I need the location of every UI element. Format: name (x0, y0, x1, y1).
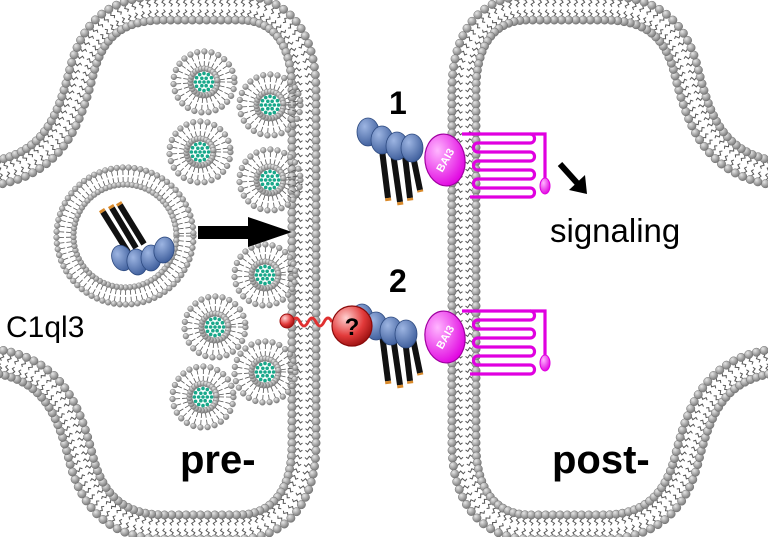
synaptic-vesicle (169, 363, 237, 431)
bai3-receptor-site-2: BAI3 (424, 309, 551, 376)
postsynaptic-membrane (447, 0, 768, 537)
presynaptic-membrane (0, 0, 321, 537)
signaling-arrow (557, 161, 587, 194)
bai3-receptor-site-1: BAI3 (424, 132, 551, 199)
synaptic-vesicle (231, 241, 299, 309)
presynaptic-label: pre- (180, 438, 256, 482)
synaptic-vesicle (236, 71, 304, 139)
synaptic-vesicle (231, 338, 299, 406)
vesicle-cargo (189, 141, 211, 163)
signaling-label: signaling (550, 212, 681, 249)
c1ql3-in-vesicle (98, 201, 175, 276)
synaptic-vesicle (181, 293, 249, 361)
scenario-1-label: 1 (389, 85, 407, 121)
ligand-label: C1ql3 (6, 311, 85, 344)
vesicle-cargo (259, 169, 281, 191)
synaptic-vesicle (166, 118, 234, 186)
unknown-mark: ? (345, 314, 360, 341)
scenario-2-label: 2 (389, 263, 407, 299)
release-arrow (198, 217, 292, 247)
unknown-presynaptic-partner: ? (279, 305, 373, 347)
vesicle-cargo (259, 94, 281, 116)
c1ql3-site-1 (356, 117, 424, 206)
vesicle-cargo (254, 361, 276, 383)
synaptic-vesicle (236, 146, 304, 214)
synaptic-vesicles (53, 48, 304, 431)
vesicle-cargo (193, 71, 215, 93)
synaptic-vesicle (170, 48, 238, 116)
postsynaptic-label: post- (552, 438, 650, 482)
vesicle-cargo (204, 316, 226, 338)
vesicle-cargo (254, 264, 276, 286)
c1ql3-vesicle (53, 164, 197, 308)
vesicle-cargo (192, 386, 214, 408)
